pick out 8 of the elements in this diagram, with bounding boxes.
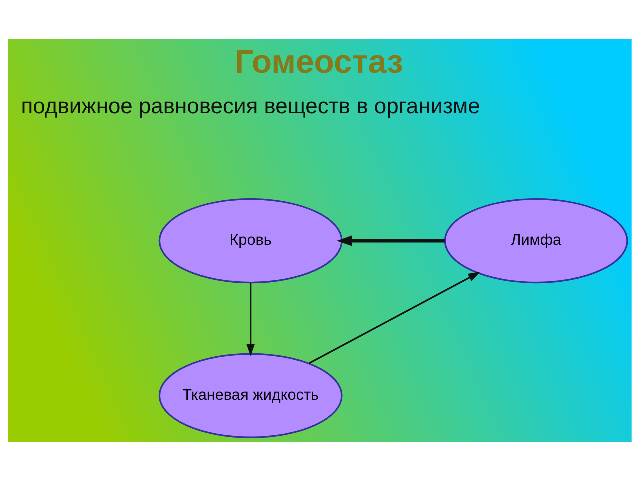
node-ellipse: Тканевая жидкость xyxy=(158,352,343,438)
arrow xyxy=(246,282,256,356)
diagram-title: Гомеостаз xyxy=(234,42,404,80)
label: подвижное равновесия веществ в организме xyxy=(21,93,480,118)
node-ellipse: Кровь xyxy=(158,198,343,284)
arrow xyxy=(337,235,445,246)
node-ellipse: Лимфа xyxy=(444,198,628,284)
arrow xyxy=(308,272,480,364)
